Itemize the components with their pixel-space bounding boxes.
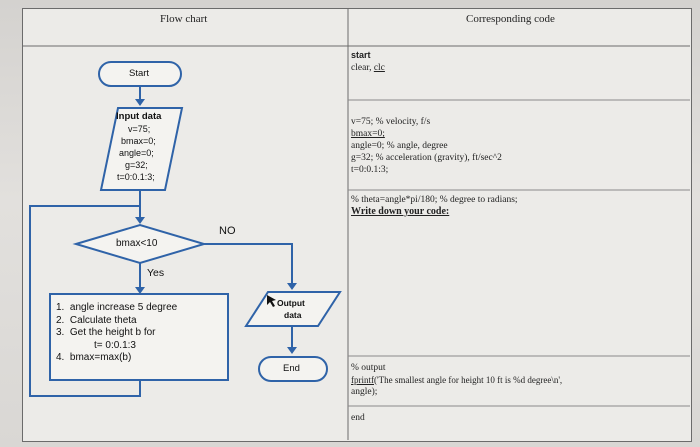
process-step: 1. angle increase 5 degree: [56, 302, 178, 313]
code-line-v: v=75; % velocity, f/s: [351, 117, 431, 127]
arrow-head-icon: [287, 347, 297, 354]
process-step: 3. Get the height b for: [56, 327, 156, 338]
input-title: Input data: [116, 111, 162, 122]
code-clear-line: clear, clc: [351, 63, 385, 73]
code-output-comment: % output: [351, 363, 386, 373]
loop-back-line: [29, 205, 141, 397]
process-box: [49, 293, 229, 381]
arrow-head-icon: [287, 283, 297, 290]
code-start-keyword: start: [351, 50, 371, 60]
arrow-no-branch: [204, 243, 293, 286]
arrow-head-icon: [135, 287, 145, 294]
code-fprintf-line: fprintf('The smallest angle for height 1…: [351, 375, 563, 385]
code-fprintf-line2: angle);: [351, 387, 378, 397]
input-line-v: v=75;: [128, 124, 151, 134]
no-label: NO: [219, 225, 236, 237]
end-label: End: [283, 363, 300, 374]
start-label: Start: [129, 68, 150, 79]
code-line-bmax: bmax=0;: [351, 129, 385, 139]
code-clc-word: clc: [373, 63, 385, 73]
code-end-keyword: end: [351, 413, 365, 423]
mouse-cursor-icon: [267, 295, 276, 307]
code-line-g: g=32; % acceleration (gravity), ft/sec^2: [351, 153, 502, 163]
code-theta-line: % theta=angle*pi/180; % degree to radian…: [351, 195, 518, 205]
input-line-g: g=32;: [125, 160, 148, 170]
process-step: t= 0:0.1:3: [94, 339, 136, 351]
code-line-angle: angle=0; % angle, degree: [351, 141, 448, 151]
decision-label: bmax<10: [116, 238, 158, 249]
end-terminator: [258, 356, 328, 382]
process-steps: 1. angle increase 5 degree 2. Calculate …: [56, 302, 177, 365]
process-step: 2. Calculate theta: [56, 314, 137, 326]
code-write-prompt: Write down your code:: [351, 206, 450, 217]
header-corresponding-code: Corresponding code: [466, 13, 555, 25]
process-step: 4. bmax=max(b): [56, 352, 132, 363]
input-line-angle: angle=0;: [119, 148, 154, 158]
output-label-line1: Output: [277, 298, 305, 308]
code-line-t: t=0:0.1:3;: [351, 165, 389, 175]
input-line-bmax: bmax=0;: [121, 136, 156, 146]
input-line-t: t=0:0.1:3;: [117, 172, 155, 182]
input-parallelogram: [99, 107, 184, 191]
arrow-head-icon: [135, 217, 145, 224]
output-label-line2: data: [284, 310, 302, 320]
yes-label: Yes: [147, 267, 165, 279]
code-fprintf-keyword: fprintf: [351, 375, 374, 385]
header-flow-chart: Flow chart: [160, 13, 208, 25]
arrow-head-icon: [135, 99, 145, 106]
